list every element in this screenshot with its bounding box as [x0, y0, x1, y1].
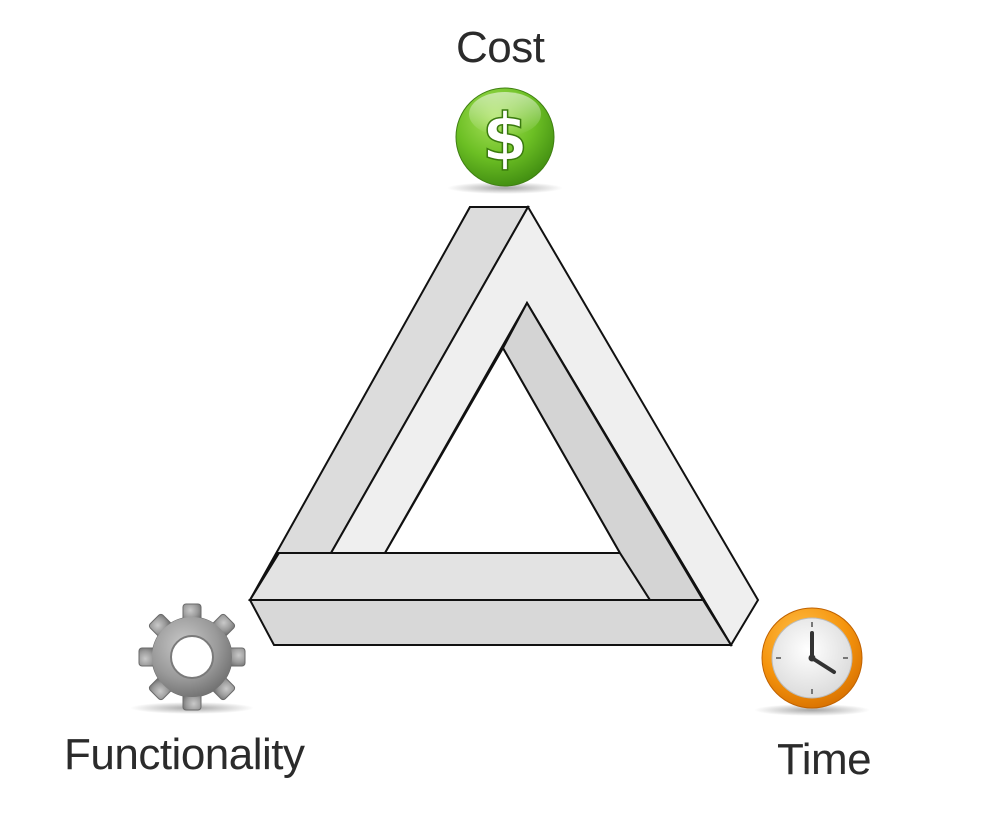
triangle-bottom-bar-top: [248, 552, 652, 601]
cost-label: Cost: [456, 23, 545, 72]
clock-icon: [754, 607, 870, 716]
functionality-label: Functionality: [64, 730, 305, 779]
triangle-bottom-bar-front: [248, 599, 733, 646]
dollar-icon: $: [447, 87, 563, 194]
triangle-inner-join: [501, 300, 705, 601]
penrose-triangle: [248, 204, 760, 647]
svg-text:$: $: [482, 99, 528, 176]
time-label: Time: [777, 735, 872, 784]
gear-icon: [130, 603, 254, 714]
